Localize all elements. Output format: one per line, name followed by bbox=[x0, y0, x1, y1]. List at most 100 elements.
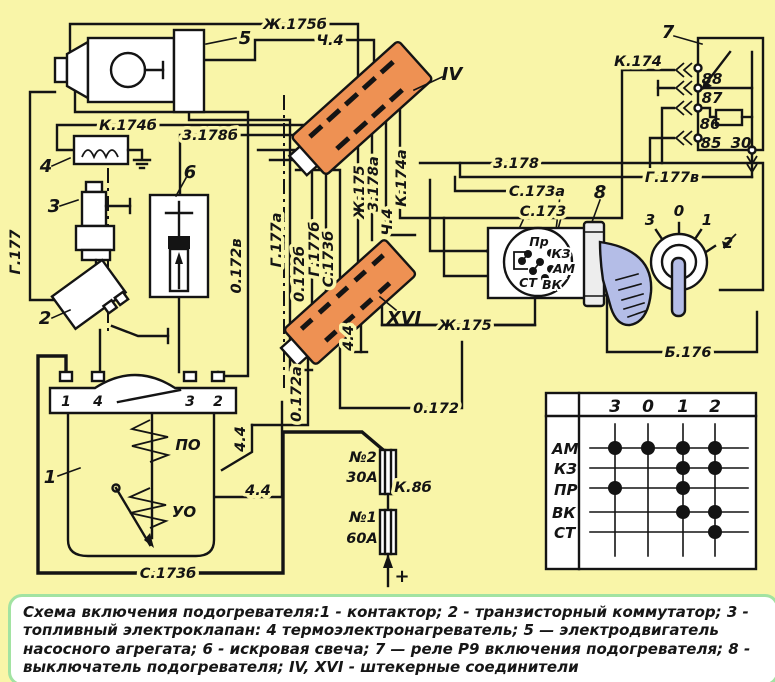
connector-number: IV bbox=[442, 64, 465, 85]
table-row-label: ПР bbox=[554, 481, 578, 499]
rotary-position: 1 bbox=[702, 211, 712, 229]
relay-contact: 86 bbox=[700, 115, 721, 133]
wire-label: С.173 bbox=[520, 204, 566, 220]
wiring-diagram: 3 0 1 2 АМ КЗ ПР ВК СТ Ж.175б Ч.4 К.174б… bbox=[5, 14, 765, 588]
switch-pin: АМ bbox=[552, 261, 576, 276]
pump-motor bbox=[53, 28, 237, 114]
table-dots bbox=[608, 441, 722, 539]
table-dot bbox=[608, 441, 622, 455]
wire-label: 3.178а bbox=[366, 156, 382, 212]
relay-contact: 88 bbox=[702, 70, 723, 88]
transistor-commutator bbox=[50, 258, 170, 345]
switch-pin-labels: Пр КЗ АМ ВК СТ bbox=[517, 232, 577, 294]
terminal-number: 3 bbox=[185, 394, 195, 410]
wire-label: Г.177 bbox=[8, 229, 24, 275]
wire-label: Г.177в bbox=[645, 170, 699, 186]
ground-icon bbox=[132, 158, 152, 170]
wire-label: Б.176 bbox=[665, 345, 712, 361]
rotary-position: 2 bbox=[723, 234, 733, 252]
component-number: 7 bbox=[662, 22, 675, 43]
rotary-knob-lever bbox=[670, 256, 687, 318]
component-number: 1 bbox=[44, 467, 57, 488]
fuse-labels: №2 30А №1 60А bbox=[346, 450, 377, 547]
relay-contact-labels: 88 87 86 85 30 bbox=[700, 70, 752, 152]
table-dot bbox=[676, 441, 690, 455]
wire-label: С.173б bbox=[140, 566, 197, 582]
plus-arrow-icon bbox=[383, 554, 393, 568]
contactor-labels: 1 4 3 2 ПО УО bbox=[61, 394, 223, 521]
table-dot bbox=[708, 525, 722, 539]
fuel-valve bbox=[58, 180, 132, 290]
table-col-header: 1 bbox=[677, 397, 689, 417]
component-number: 6 bbox=[184, 162, 197, 183]
switch-pin: КЗ bbox=[551, 246, 570, 261]
component-number-labels: 5 4 3 6 2 1 7 8 IV XVI bbox=[39, 22, 675, 488]
table-dot bbox=[708, 461, 722, 475]
coil-label: УО bbox=[172, 503, 197, 521]
thermo-heater bbox=[50, 134, 152, 170]
connector-number: XVI bbox=[386, 308, 422, 329]
terminal-number: 2 bbox=[213, 394, 223, 410]
fuse-rating: 30А bbox=[346, 470, 377, 486]
coil-label: ПО bbox=[175, 436, 201, 454]
wire-label: 4.4 bbox=[233, 426, 249, 453]
wire-label: Ж.175б bbox=[262, 17, 327, 33]
wire-label: К.174б bbox=[99, 118, 157, 134]
relay-contact: 87 bbox=[702, 89, 723, 107]
table-dot bbox=[608, 481, 622, 495]
rotary-switch bbox=[649, 221, 737, 318]
terminal-number: 1 bbox=[61, 394, 71, 410]
table-dot bbox=[676, 461, 690, 475]
rotary-position-labels: 3 0 1 2 bbox=[645, 202, 733, 252]
fuse-block bbox=[378, 448, 398, 588]
table-dot bbox=[676, 505, 690, 519]
wire-label: 4.4 bbox=[341, 325, 357, 352]
wire-label: Ч.4 bbox=[316, 33, 343, 49]
wire-label: 0.172б bbox=[292, 246, 308, 302]
terminal-number: 4 bbox=[92, 394, 103, 410]
wire-label: Г.177б bbox=[307, 221, 323, 276]
table-row-label: АМ bbox=[551, 440, 579, 458]
caption: Схема включения подогревателя:1 - контак… bbox=[8, 594, 775, 682]
wire-label: Ж.175 bbox=[352, 165, 368, 220]
switch-pin: СТ bbox=[519, 275, 538, 290]
wire-label: 0.172в bbox=[229, 238, 245, 293]
connector-iv bbox=[287, 40, 444, 177]
wire-label: 0.172а bbox=[289, 366, 305, 422]
wire-label: С.173б bbox=[321, 231, 337, 288]
table-row-label: СТ bbox=[554, 524, 577, 542]
table-col-header: 3 bbox=[609, 397, 621, 417]
table-col-header: 0 bbox=[642, 397, 654, 417]
rotary-position: 0 bbox=[674, 202, 684, 220]
wire-label: К.174 bbox=[614, 54, 662, 70]
contactor bbox=[48, 370, 238, 558]
component-number: 4 bbox=[39, 156, 53, 177]
connection-table: 3 0 1 2 АМ КЗ ПР ВК СТ bbox=[544, 391, 758, 571]
wire-label: 3.178 bbox=[493, 156, 539, 172]
spark-plug bbox=[148, 176, 210, 299]
switch-pin: Пр bbox=[529, 234, 548, 249]
table-row-label: КЗ bbox=[554, 460, 577, 478]
component-number: 2 bbox=[39, 308, 52, 329]
switch-pin: ВК bbox=[542, 277, 563, 292]
table-row-label: ВК bbox=[552, 504, 576, 522]
relay-p9 bbox=[673, 35, 765, 155]
table-dot bbox=[708, 505, 722, 519]
table-col-header: 2 bbox=[709, 397, 721, 417]
fuse-number: №1 bbox=[348, 510, 377, 526]
wire-labels: Ж.175б Ч.4 К.174б 3.178б Г.177 0.172в Г.… bbox=[5, 14, 715, 588]
relay-contact: 85 bbox=[701, 134, 722, 152]
wire-label: Ч.4 bbox=[380, 208, 396, 235]
wire-label: 0.172 bbox=[413, 401, 459, 417]
relay-contact: 30 bbox=[731, 134, 752, 152]
wire-label: 4.4 bbox=[244, 483, 271, 499]
component-number: 5 bbox=[239, 28, 252, 49]
wire-label: Г.177а bbox=[269, 213, 285, 268]
caption-text: Схема включения подогревателя:1 - контак… bbox=[23, 603, 751, 677]
connector-xvi bbox=[279, 239, 417, 368]
wire-label: К.8б bbox=[394, 480, 432, 496]
heater-switch bbox=[486, 198, 653, 327]
component-number: 3 bbox=[48, 196, 61, 217]
rotary-position: 3 bbox=[645, 211, 655, 229]
table-dot bbox=[676, 481, 690, 495]
